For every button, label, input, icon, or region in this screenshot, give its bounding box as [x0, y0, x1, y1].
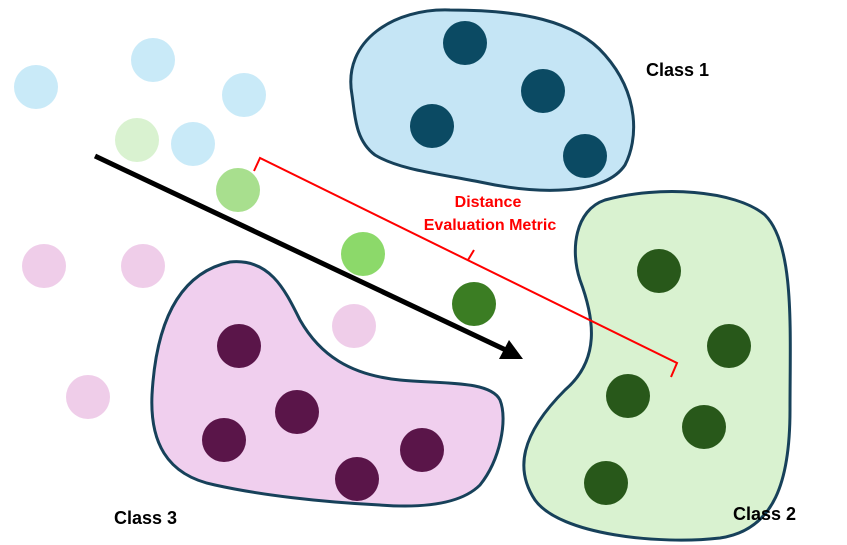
class3-point — [217, 324, 261, 368]
faded-blue-point — [171, 122, 215, 166]
class1-point — [563, 134, 607, 178]
class2-point — [682, 405, 726, 449]
faded-blue-point — [14, 65, 58, 109]
distance-metric-label-line2: Evaluation Metric — [424, 217, 557, 234]
class1-point — [443, 21, 487, 65]
trajectory-point-medium — [341, 232, 385, 276]
class1-point — [410, 104, 454, 148]
faded-blue-point — [131, 38, 175, 82]
distance-metric-bracket — [253, 156, 679, 378]
class2-region — [522, 190, 792, 542]
class2-point — [584, 461, 628, 505]
class3-point — [400, 428, 444, 472]
class1-label: Class 1 — [646, 60, 709, 80]
trajectory-point-dark — [452, 282, 496, 326]
class2-point — [637, 249, 681, 293]
class2-point — [707, 324, 751, 368]
distance-metric-label-line1: Distance — [455, 194, 522, 211]
class2-label: Class 2 — [733, 504, 796, 524]
faded-blue-point — [222, 73, 266, 117]
faded-pink-point — [121, 244, 165, 288]
trajectory-arrow — [93, 153, 512, 355]
class1-point — [521, 69, 565, 113]
trajectory-point-light — [216, 168, 260, 212]
faded-pink-point — [332, 304, 376, 348]
class2-point — [606, 374, 650, 418]
class3-point — [275, 390, 319, 434]
faded-green-point — [115, 118, 159, 162]
class3-label: Class 3 — [114, 508, 177, 528]
class3-point — [202, 418, 246, 462]
faded-pink-point — [66, 375, 110, 419]
class3-region — [150, 260, 505, 508]
faded-pink-point — [22, 244, 66, 288]
arrow-head — [499, 340, 523, 359]
class3-point — [335, 457, 379, 501]
